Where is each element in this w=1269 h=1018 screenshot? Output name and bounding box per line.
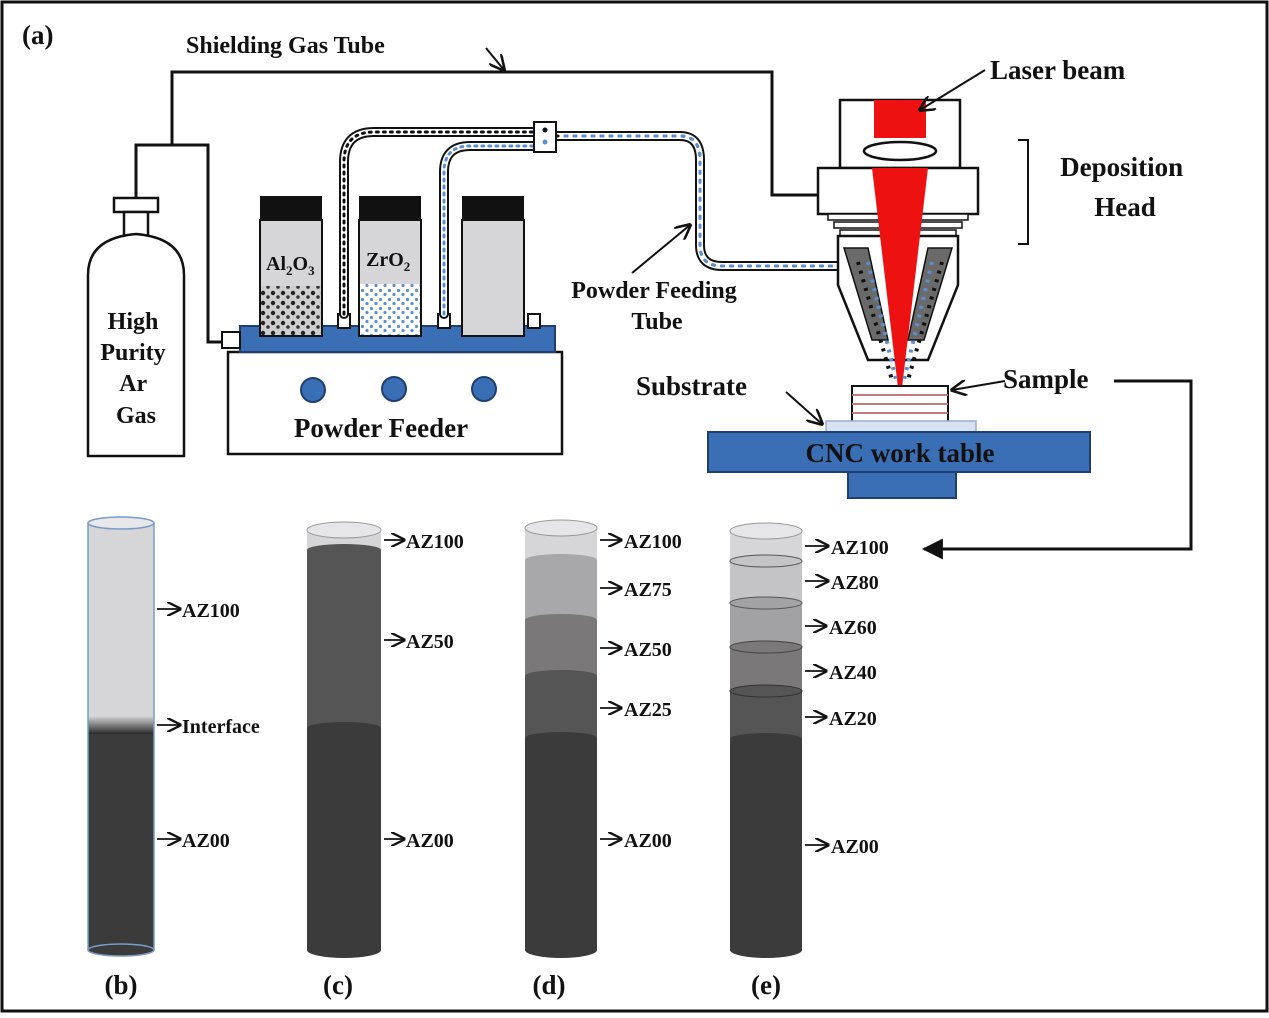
d-label-az75: AZ75	[624, 579, 672, 601]
b-label-az00: AZ00	[182, 830, 230, 852]
e-label-az40: AZ40	[829, 662, 877, 684]
powder-feeder-label: Powder Feeder	[294, 413, 468, 443]
column-e-labels: AZ100 AZ80 AZ60 AZ40 AZ20 AZ00	[805, 537, 889, 858]
sample-to-e-connector	[921, 379, 1193, 560]
gas-line-4: Gas	[116, 403, 156, 429]
powder-feeding-tube	[339, 127, 845, 319]
laser-beam-pointer	[920, 69, 986, 110]
column-c	[306, 521, 382, 958]
feeder-knob-3	[471, 376, 497, 402]
sample-pointer	[952, 381, 1006, 390]
pft-pointer	[631, 225, 690, 274]
substrate-pointer	[785, 391, 822, 424]
e-label-az00: AZ00	[831, 836, 879, 858]
powder-feeding-tube-label: Powder Feeding Tube	[571, 278, 743, 335]
laser-beam-top	[874, 100, 926, 138]
dh-line-2: Head	[1094, 192, 1156, 222]
c-label-az50: AZ50	[406, 631, 454, 653]
d-label-az100: AZ100	[624, 531, 682, 553]
column-e	[729, 522, 803, 958]
laser-beam-label: Laser beam	[990, 55, 1126, 85]
shielding-gas-pointer	[485, 47, 504, 70]
panel-label-e: (e)	[751, 970, 781, 1000]
gas-line-3: Ar	[119, 371, 147, 397]
c-label-az00: AZ00	[406, 830, 454, 852]
shielding-gas-tube	[134, 70, 818, 344]
dh-line-1: Deposition	[1060, 152, 1183, 182]
gas-line-2: Purity	[100, 340, 165, 366]
deposition-head-bracket	[1018, 139, 1029, 245]
e-label-az80: AZ80	[831, 572, 879, 594]
e-label-az60: AZ60	[829, 617, 877, 639]
d-label-az50: AZ50	[624, 639, 672, 661]
laser-beam-cone	[872, 168, 928, 388]
column-c-labels: AZ100 AZ50 AZ00	[384, 531, 464, 852]
tube-junction	[533, 121, 557, 153]
shielding-gas-tube-label: Shielding Gas Tube	[186, 33, 385, 59]
cnc-table-base	[847, 471, 957, 499]
gas-cylinder	[86, 196, 186, 458]
column-d	[524, 519, 598, 958]
feeder-knob-1	[300, 377, 326, 403]
powder-jar-empty	[461, 196, 525, 337]
pft-line-1: Powder Feeding	[571, 278, 737, 304]
e-label-az100: AZ100	[831, 537, 889, 559]
c-label-az100: AZ100	[406, 531, 464, 553]
powder-jar-alumina	[259, 196, 323, 337]
b-label-interface: Interface	[182, 716, 260, 738]
b-label-az100: AZ100	[182, 600, 240, 622]
panel-label-c: (c)	[323, 970, 353, 1000]
jar-alumina-label: Al2O3	[266, 253, 315, 278]
panel-label-b: (b)	[105, 970, 138, 1000]
column-b-labels: AZ100 Interface AZ00	[157, 600, 260, 852]
powder-stream	[856, 261, 944, 381]
cnc-table-label: CNC work table	[806, 438, 995, 468]
panel-label-a: (a)	[22, 20, 53, 50]
feeder-knob-2	[381, 376, 407, 402]
panel-label-d: (d)	[533, 970, 566, 1000]
pft-line-2: Tube	[631, 309, 683, 335]
powder-jar-zirconia	[358, 196, 422, 337]
d-label-az25: AZ25	[624, 699, 672, 721]
column-b	[87, 516, 155, 957]
powder-feeder	[221, 325, 564, 456]
sample-label: Sample	[1003, 364, 1089, 394]
d-label-az00: AZ00	[624, 830, 672, 852]
substrate-label: Substrate	[636, 371, 747, 401]
deposition-head-label: Deposition Head	[1060, 152, 1190, 222]
focusing-lens	[862, 140, 938, 162]
jar-zirconia-label: ZrO2	[366, 249, 410, 274]
gas-line-1: High	[108, 309, 159, 335]
e-label-az20: AZ20	[829, 708, 877, 730]
sample	[851, 385, 949, 423]
gas-cylinder-label: High Purity Ar Gas	[100, 309, 171, 429]
column-d-labels: AZ100 AZ75 AZ50 AZ25 AZ00	[600, 531, 682, 852]
